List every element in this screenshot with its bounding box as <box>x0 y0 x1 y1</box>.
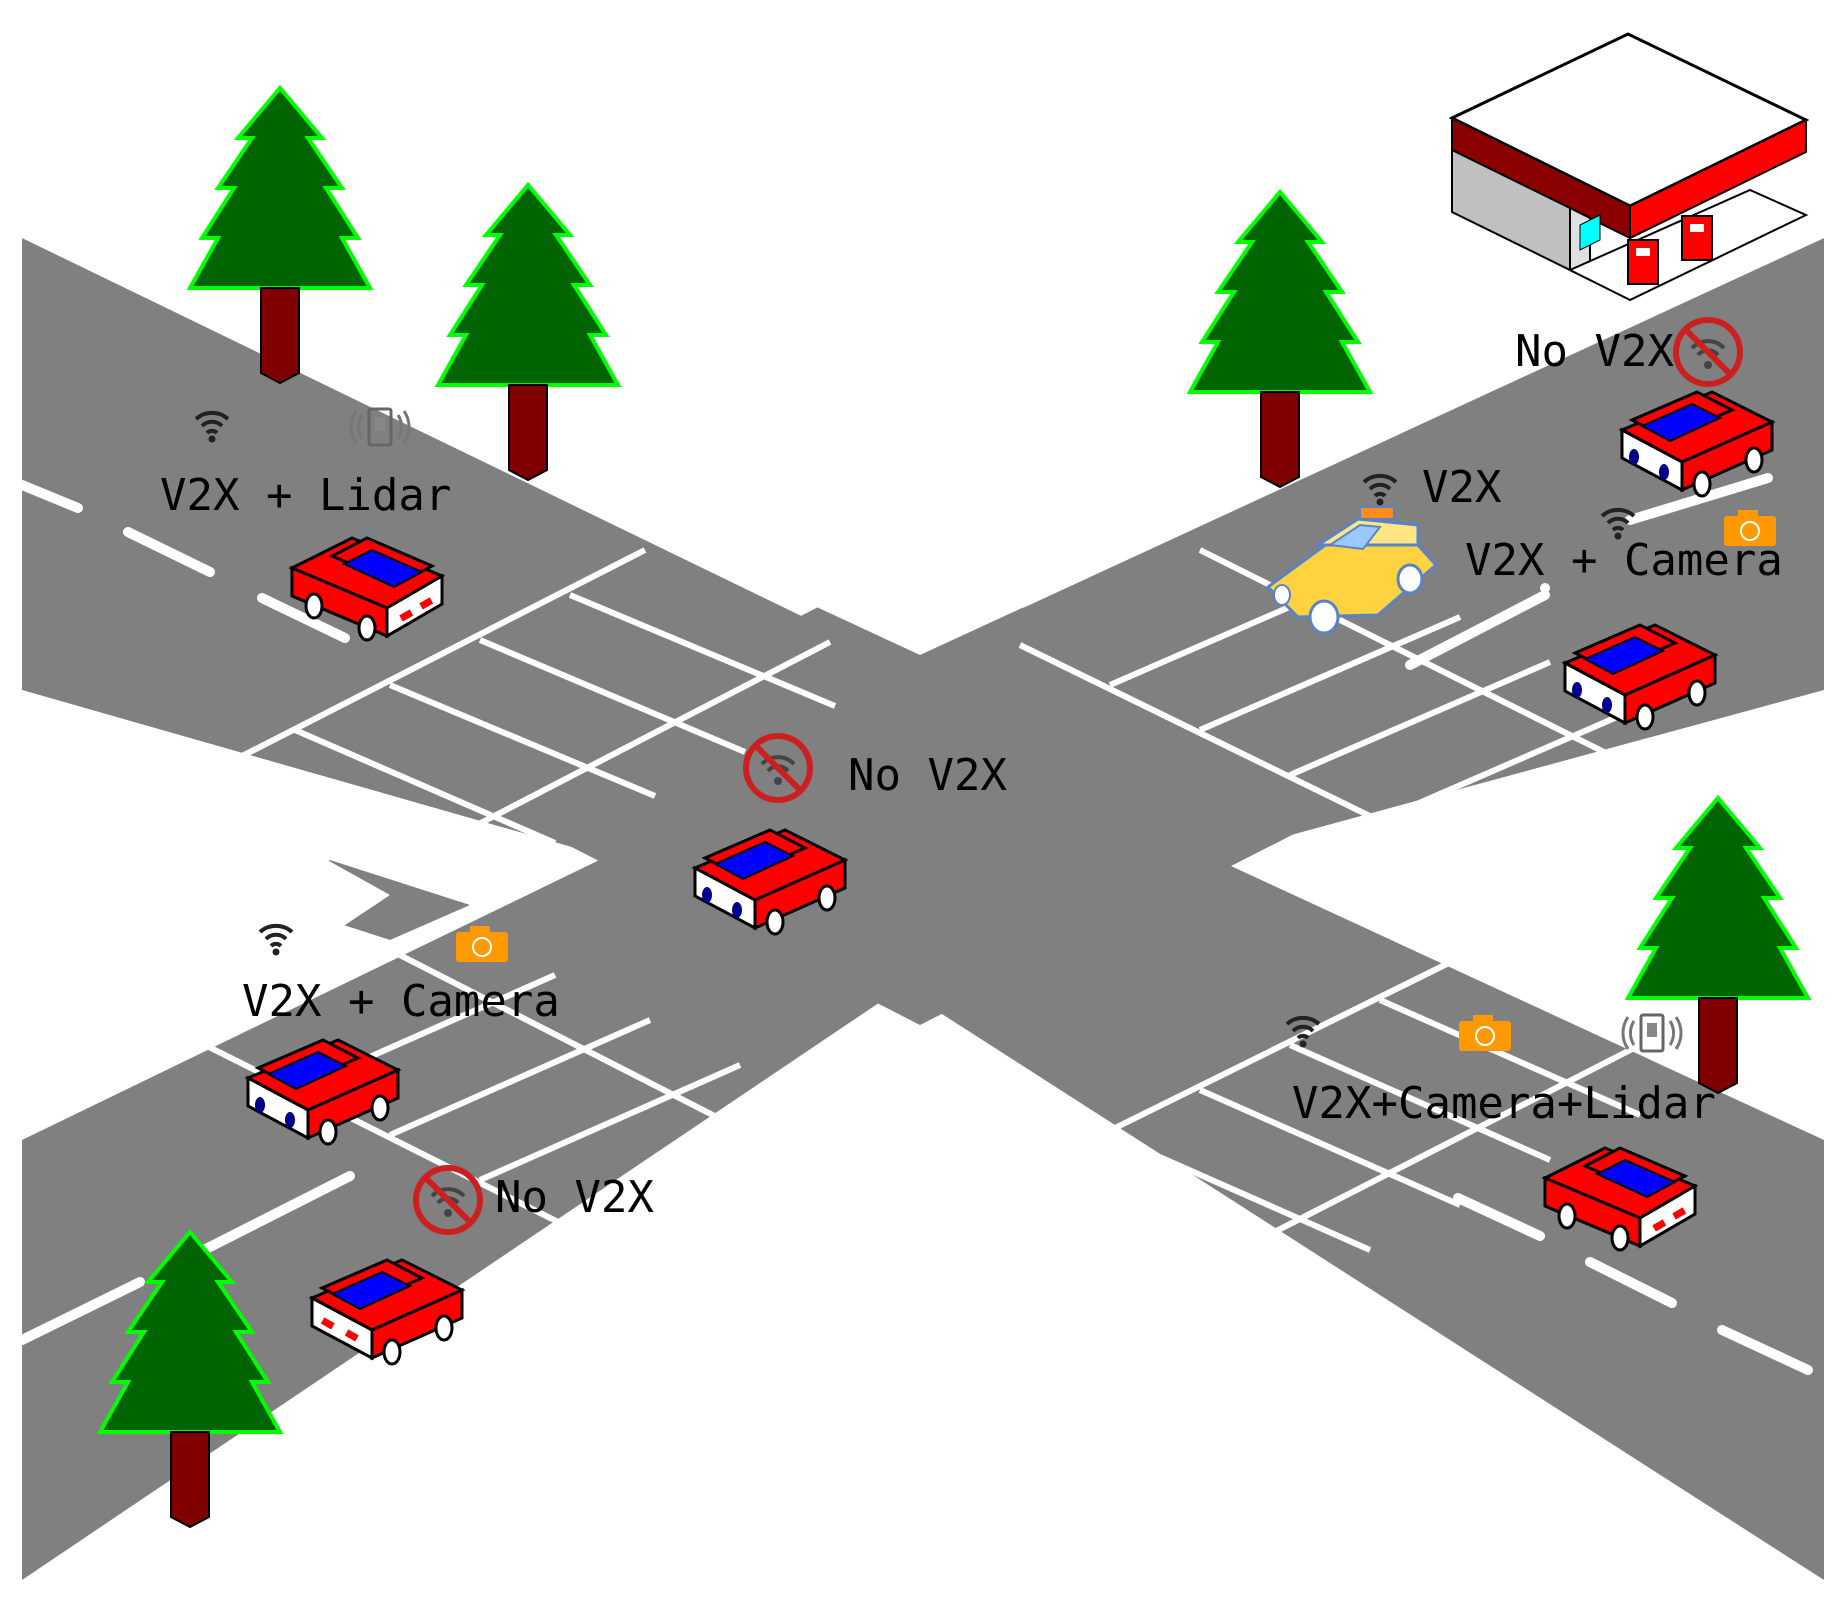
label-v2x-lidar: V2X + Lidar <box>160 470 451 521</box>
taxi-icon <box>1265 506 1439 635</box>
label-v2x-camera-lidar: V2X+Camera+Lidar <box>1292 1078 1716 1129</box>
label-no-v2x: No V2X <box>1515 326 1674 377</box>
label-v2x: V2X <box>1422 462 1502 513</box>
label-v2x-camera: V2X + Camera <box>242 976 560 1027</box>
road-center <box>460 555 1380 1025</box>
label-v2x-camera: V2X + Camera <box>1465 535 1783 586</box>
labels: V2X + Lidar No V2X V2X V2X + Camera No V… <box>160 326 1783 1223</box>
vehicles <box>246 390 1774 1366</box>
lane-markings <box>17 473 1813 1375</box>
gas-station-icon <box>1448 32 1810 302</box>
car-icon <box>308 1258 466 1366</box>
label-no-v2x: No V2X <box>495 1172 654 1223</box>
label-no-v2x: No V2X <box>848 750 1007 801</box>
